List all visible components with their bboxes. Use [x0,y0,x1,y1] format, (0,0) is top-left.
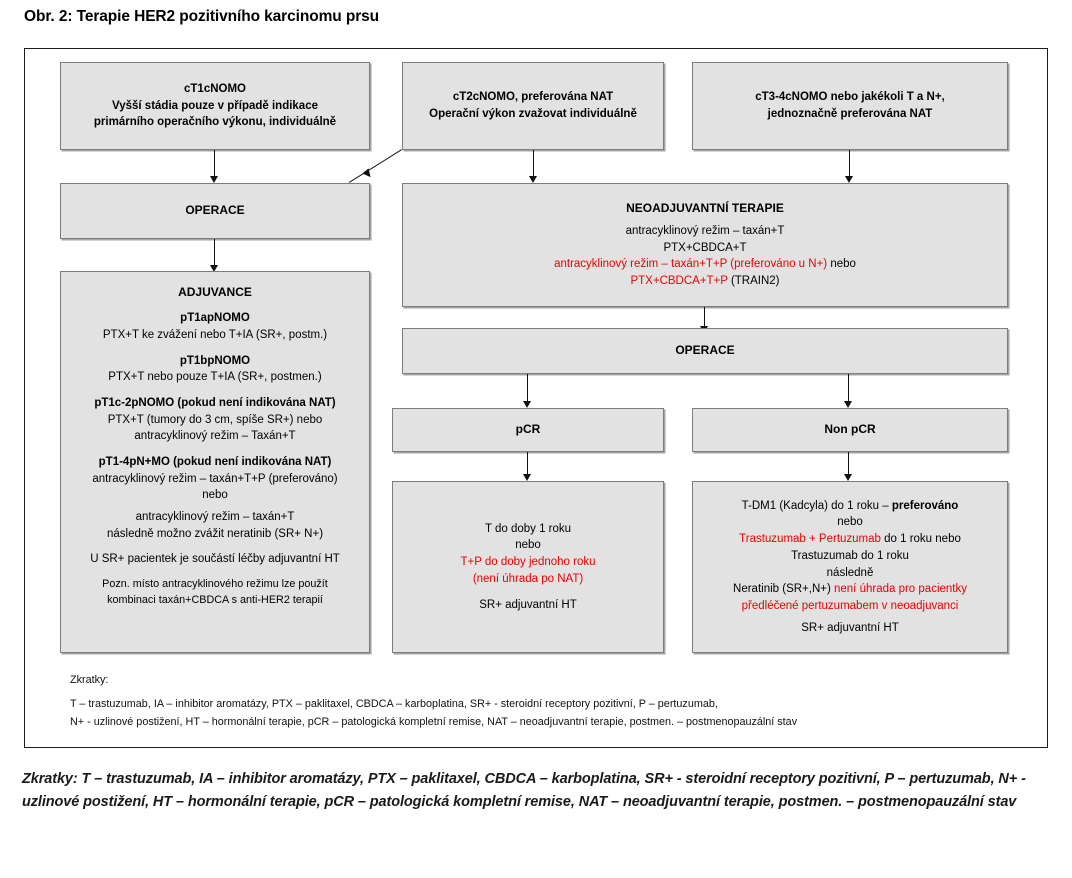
node-ct34cnomo[interactable]: cT3-4cNOMO nebo jakékoli T a N+, jednozn… [692,62,1008,150]
adjuvance-g1-head: pT1apNOMO [180,312,250,325]
arrowhead-operace-to-nonpcr [844,401,852,408]
legend-line-1: T – trastuzumab, IA – inhibitor aromatáz… [70,698,718,711]
non-pcr-therapy-line4: Trastuzumab do 1 roku [791,549,909,562]
arrowhead-ct1-to-operace [210,176,218,183]
adjuvance-g3-line1: PTX+T (tumory do 3 cm, spíše SR+) nebo [107,413,323,426]
non-pcr-line1-b: preferováno [891,499,959,512]
arrowhead-pcr-to-therapy [523,474,531,481]
legend-line-2: N+ - uzlinové postižení, HT – hormonální… [70,715,798,728]
adjuvance-g4-head: pT1-4pN+MO (pokud není indikována NAT) [98,456,332,469]
abbreviations-legend: Zkratky: T – trastuzumab, IA – inhibitor… [70,672,797,731]
neoadjuvant-line3-tail: nebo [827,258,856,271]
adjuvance-g4-line3: antracyklinový režim – taxán+T [135,511,295,524]
node-adjuvance[interactable]: ADJUVANCE pT1apNOMO PTX+T ke zvážení neb… [60,271,370,653]
arrowhead-operace-to-pcr [523,401,531,408]
non-pcr-therapy-line8: SR+ adjuvantní HT [801,621,899,634]
node-non-pcr-label: Non pCR [824,422,876,437]
arrowhead-operace-to-adjuvance [210,265,218,272]
adjuvance-g2-head: pT1bpNOMO [179,354,251,367]
adjuvance-g4-line1: antracyklinový režim – taxán+T+P (prefer… [92,472,338,485]
connector-pcr-to-therapy [527,452,529,476]
non-pcr-line6-red: není úhrada pro pacientky [834,583,967,596]
non-pcr-therapy-line2: nebo [837,516,863,529]
adjuvance-note-line2: kombinaci taxán+CBDCA s anti-HER2 terapi… [107,593,323,606]
node-ct2-line1: cT2cNOMO, preferována NAT [452,91,614,104]
node-ct1-line3: primárního operačního výkonu, individuál… [93,116,337,129]
connector-ct2-to-neoadjuvant [533,150,535,178]
node-pcr-therapy[interactable]: T do doby 1 roku nebo T+P do doby jednoh… [392,481,664,653]
connector-operace-to-adjuvance [214,239,216,267]
non-pcr-therapy-line6: Neratinib (SR+,N+) není úhrada pro pacie… [693,581,1007,598]
node-ct34-line1: cT3-4cNOMO nebo jakékoli T a N+, [755,91,945,104]
adjuvance-g5-line: U SR+ pacientek je součástí léčby adjuva… [90,553,340,566]
non-pcr-therapy-line3: Trastuzumab + Pertuzumab do 1 roku nebo [693,531,1007,548]
neoadjuvant-line3-red: antracyklinový režim – taxán+T+P (prefer… [554,258,828,271]
node-ct1-line1: cT1cNOMO [184,82,246,95]
adjuvance-g4-line4: následně možno zvážit neratinib (SR+ N+) [106,527,324,540]
node-ct34-line2: jednoznačně preferována NAT [767,108,933,120]
non-pcr-therapy-line7: předléčené pertuzumabem v neoadjuvanci [741,599,959,612]
non-pcr-line6-a: Neratinib (SR+,N+) [733,583,834,596]
node-operace-left[interactable]: OPERACE [60,183,370,239]
figure-caption: Zkratky: T – trastuzumab, IA – inhibitor… [22,771,1026,811]
neoadjuvant-line1: antracyklinový režim – taxán+T [625,224,785,237]
node-ct2-line2: Operační výkon zvažovat individuálně [429,108,637,120]
node-operace-right[interactable]: OPERACE [402,328,1008,374]
neoadjuvant-line4-red: PTX+CBDCA+T+P [630,274,728,287]
pcr-therapy-line5: SR+ adjuvantní HT [479,598,577,611]
node-non-pcr-therapy[interactable]: T-DM1 (Kadcyla) do 1 roku – preferováno … [692,481,1008,653]
node-ct1cnomo[interactable]: cT1cNOMO Vyšší stádia pouze v případě in… [60,62,370,150]
connector-operace-to-nonpcr [848,374,850,403]
connector-neoadjuvant-to-operace [704,307,706,328]
adjuvance-g3-head: pT1c-2pNOMO (pokud není indikována NAT) [94,397,336,410]
adjuvance-g2-line: PTX+T nebo pouze T+IA (SR+, postmen.) [108,371,322,384]
pcr-therapy-line2: nebo [515,539,541,552]
node-pcr-label: pCR [515,422,541,437]
non-pcr-therapy-line5: následně [826,566,874,579]
connector-ct34-to-neoadjuvant [849,150,851,178]
legend-title: Zkratky: [70,674,109,686]
non-pcr-therapy-line1: T-DM1 (Kadcyla) do 1 roku – preferováno [693,498,1007,515]
node-operace-left-label: OPERACE [185,203,245,218]
non-pcr-line3-tail: do 1 roku nebo [880,533,961,546]
connector-nonpcr-to-therapy [848,452,850,476]
pcr-therapy-line3: T+P do doby jednoho roku [460,556,596,569]
adjuvance-g3-line2: antracyklinový režim – Taxán+T [134,430,296,443]
adjuvance-g4-line2: nebo [202,489,228,502]
node-ct2cnomo[interactable]: cT2cNOMO, preferována NAT Operační výkon… [402,62,664,150]
arrowhead-ct34-to-neoadjuvant [845,176,853,183]
node-ct1-line2: Vyšší stádia pouze v případě indikace [111,99,318,112]
pcr-therapy-line4: (není úhrada po NAT) [472,572,584,585]
arrowhead-nonpcr-to-therapy [844,474,852,481]
node-operace-right-label: OPERACE [675,343,735,358]
neoadjuvant-line4-tail: (TRAIN2) [727,274,780,287]
adjuvance-g1-line: PTX+T ke zvážení nebo T+IA (SR+, postm.) [102,329,328,342]
node-neoadjuvant-therapy[interactable]: NEOADJUVANTNÍ TERAPIE antracyklinový rež… [402,183,1008,307]
neoadjuvant-line4: PTX+CBDCA+T+P (TRAIN2) [403,273,1007,290]
non-pcr-line3-red: Trastuzumab + Pertuzumab [739,533,881,546]
page-title: Obr. 2: Terapie HER2 pozitivního karcino… [24,8,380,25]
pcr-therapy-line1: T do doby 1 roku [484,522,572,535]
neoadjuvant-title: NEOADJUVANTNÍ TERAPIE [626,201,784,216]
arrowhead-ct2-to-neoadjuvant [529,176,537,183]
node-pcr[interactable]: pCR [392,408,664,452]
node-non-pcr[interactable]: Non pCR [692,408,1008,452]
adjuvance-note-line1: Pozn. místo antracyklinového režimu lze … [102,578,328,591]
neoadjuvant-line2: PTX+CBDCA+T [663,241,747,254]
connector-operace-to-pcr [527,374,529,403]
adjuvance-title: ADJUVANCE [178,285,252,299]
non-pcr-line1-a: T-DM1 (Kadcyla) do 1 roku – [741,499,892,512]
neoadjuvant-line3: antracyklinový režim – taxán+T+P (prefer… [403,256,1007,273]
connector-ct1-to-operace [214,150,216,178]
